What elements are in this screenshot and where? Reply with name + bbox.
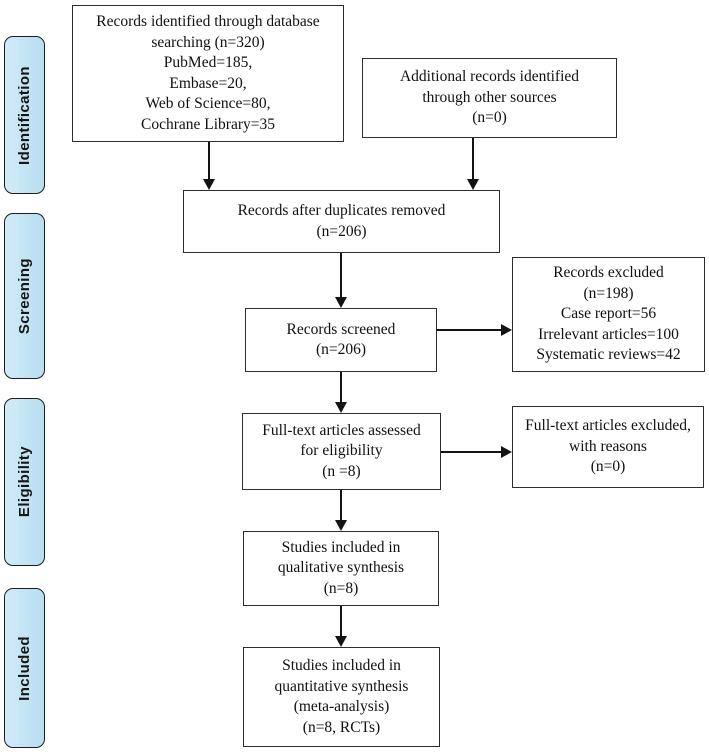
box-text-line: (n=8) [323,579,359,597]
arrow-down-icon [335,490,347,531]
arrow-shaft [208,142,210,181]
box-text-line: Records screened [286,320,396,338]
box-text-line: (n=198) [583,284,634,302]
box-text-line: Case report=56 [560,305,657,323]
box-text-line: Additional records identified [399,68,580,86]
box-records-screened: Records screened (n=206) [245,308,437,372]
box-text-line: (meta-analysis) [293,698,390,715]
box-text-line: (n =8) [322,462,361,480]
arrow-shaft [340,606,342,638]
box-text-line: qualitative synthesis [277,559,405,577]
box-text-line: Studies included in [282,657,401,674]
arrow-right-icon [441,446,512,458]
box-text-line: through other sources [422,88,557,106]
box-text-line: (n=206) [316,222,367,240]
box-fulltext-assessed: Full-text articles assessed for eligibil… [242,413,441,490]
box-additional-records: Additional records identified through ot… [362,58,617,138]
stage-label-text: Eligibility [16,446,33,518]
box-text-line: Records excluded [553,264,664,282]
arrow-shaft [472,138,474,181]
box-text-line: for eligibility [300,442,383,460]
box-text-line: Cochrane Library=35 [141,115,275,133]
arrowhead-right-icon [501,324,512,336]
box-text-line: Studies included in [281,538,401,556]
arrowhead-down-icon [335,636,347,647]
arrowhead-right-icon [501,446,512,458]
arrow-shaft [340,253,342,299]
box-text-line: Web of Science=80, [145,95,271,112]
box-qualitative-synthesis: Studies included in qualitative synthesi… [243,531,439,606]
arrowhead-down-icon [203,179,215,190]
box-text-line: (n=8, RCTs) [302,718,381,736]
stage-label-text: Screening [16,257,33,335]
arrow-shaft [437,329,503,331]
box-text-line: Systematic reviews=42 [536,346,681,364]
arrowhead-down-icon [335,520,347,531]
arrowhead-down-icon [335,402,347,413]
box-text-line: (n=206) [315,341,367,358]
arrowhead-down-icon [335,297,347,308]
box-text-line: Records after duplicates removed [237,202,446,219]
arrow-shaft [340,372,342,404]
box-text-line: Records identified through database [96,13,320,30]
box-text-line: PubMed=185, [163,54,253,71]
box-text-line: Irrelevant articles=100 [538,325,679,343]
box-text-line: quantitative synthesis [274,677,409,695]
arrow-shaft [340,490,342,522]
stage-label-included: Included [4,588,45,748]
box-text-line: with reasons [569,437,647,455]
stage-label-eligibility: Eligibility [4,398,45,566]
arrow-down-icon [335,253,347,308]
box-text-line: (n=0) [590,458,626,476]
arrow-right-icon [437,324,512,336]
arrow-shaft [441,451,503,453]
box-fulltext-excluded: Full-text articles excluded, with reason… [512,406,704,488]
arrow-down-icon [335,606,347,647]
box-text-line: Embase=20, [169,74,247,92]
box-records-identified: Records identified through database sear… [72,5,344,142]
box-duplicates-removed: Records after duplicates removed (n=206) [183,190,500,253]
arrow-down-icon [203,142,215,190]
stage-label-text: Identification [16,65,33,165]
box-text-line: Full-text articles excluded, [525,417,691,435]
stage-label-screening: Screening [4,213,45,379]
box-text-line: (n=0) [472,109,507,127]
arrowhead-down-icon [467,179,479,190]
arrow-down-icon [335,372,347,413]
stage-label-identification: Identification [4,36,45,194]
box-text-line: searching (n=320) [151,33,265,51]
arrow-down-icon [467,138,479,190]
box-text-line: Full-text articles assessed [262,421,421,439]
box-records-excluded: Records excluded (n=198) Case report=56 … [512,257,705,372]
box-quantitative-synthesis: Studies included in quantitative synthes… [243,647,440,747]
stage-label-text: Included [16,635,33,701]
